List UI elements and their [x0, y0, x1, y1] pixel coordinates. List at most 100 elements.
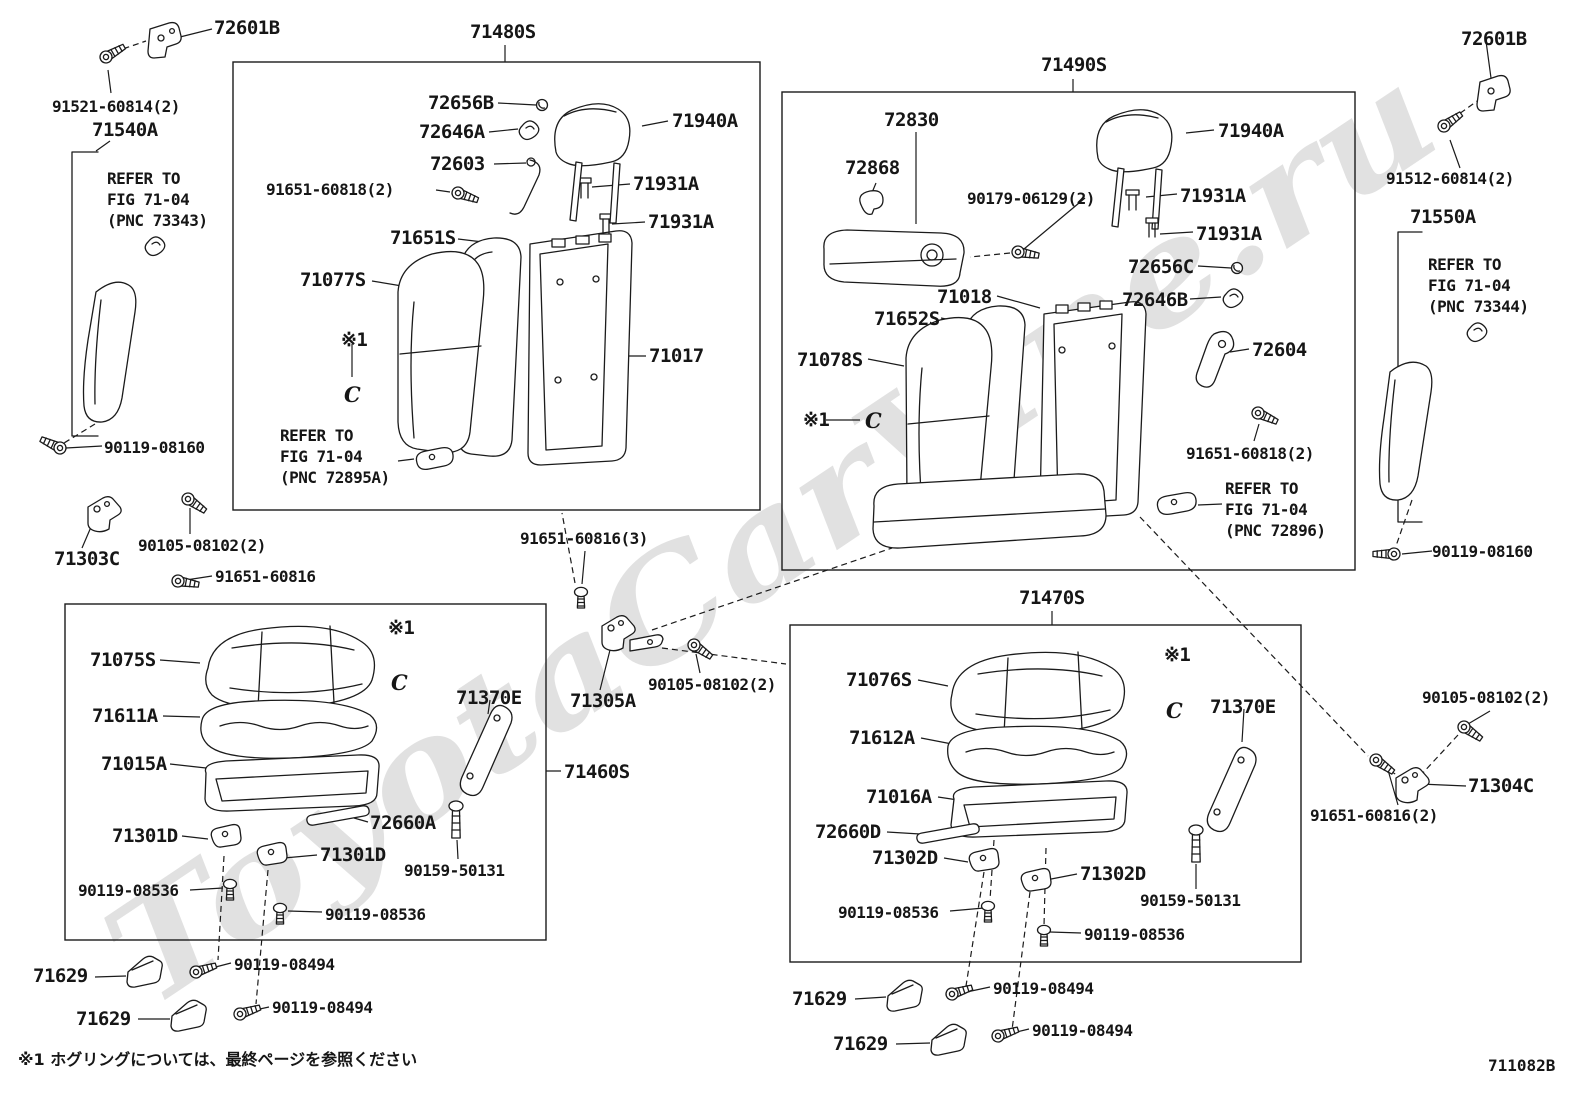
part-label-71018: 71018	[937, 286, 992, 308]
part-cushion-assembly-71460s	[200, 625, 513, 925]
refer-note-72896: REFER TO FIG 71-04 (PNC 72896)	[1225, 479, 1326, 540]
part-label-90105-08102-1: 90105-08102(2)	[138, 536, 266, 555]
part-cushion-assembly-71470s	[916, 651, 1257, 947]
part-label-72646b: 72646B	[1122, 289, 1188, 311]
part-label-71305a: 71305A	[570, 690, 636, 712]
part-label-71077s: 71077S	[300, 269, 366, 291]
part-label-90119-08494-1: 90119-08494	[234, 955, 335, 974]
footnote: ※1 ホグリングについては、最終ページを参照ください	[18, 1050, 418, 1069]
part-hinge-top-left	[97, 21, 182, 66]
part-label-71651s: 71651S	[390, 227, 456, 249]
part-label-71931a-4: 71931A	[1196, 223, 1262, 245]
part-label-71075s: 71075S	[90, 649, 156, 671]
part-label-71629-3: 71629	[792, 988, 847, 1010]
part-label-71611a: 71611A	[92, 705, 158, 727]
part-label-71304c: 71304C	[1468, 775, 1534, 797]
part-label-91651-60818-1: 91651-60818(2)	[266, 180, 394, 199]
part-label-71931a-1: 71931A	[633, 173, 699, 195]
part-label-91512-60814: 91512-60814(2)	[1386, 169, 1514, 188]
part-label-71302d-1: 71302D	[872, 847, 938, 869]
part-label-91651-60818-2: 91651-60818(2)	[1186, 444, 1314, 463]
part-label-71550a: 71550A	[1410, 206, 1476, 228]
part-label-71480s: 71480S	[470, 21, 536, 43]
part-label-72830: 72830	[884, 109, 939, 131]
document-number: 711082B	[1488, 1056, 1556, 1075]
part-label-90119-08494-4: 90119-08494	[1032, 1021, 1133, 1040]
part-label-71460s: 71460S	[564, 761, 630, 783]
part-seatback-assembly-71490s	[823, 109, 1281, 549]
part-label-71015a: 71015A	[101, 753, 167, 775]
part-label-72656c: 72656C	[1128, 256, 1194, 278]
part-label-71940a-2: 71940A	[1218, 120, 1284, 142]
part-label-71629-1: 71629	[33, 965, 88, 987]
hog-ring-mark-c-3: C	[391, 670, 408, 695]
part-label-71078s: 71078S	[797, 349, 863, 371]
part-seatback-assembly-71480s	[397, 98, 633, 471]
part-label-90119-08536-2: 90119-08536	[325, 905, 426, 924]
part-label-72868: 72868	[845, 157, 900, 179]
part-label-91651-60816-3: 91651-60816(3)	[520, 529, 648, 548]
part-label-71931a-3: 71931A	[1180, 185, 1246, 207]
leader-lines	[65, 28, 1492, 1045]
part-label-71303c: 71303C	[54, 548, 120, 570]
part-label-90159-50131-1: 90159-50131	[404, 861, 505, 880]
part-hinge-71305a	[573, 586, 716, 663]
part-label-90159-50131-2: 90159-50131	[1140, 891, 1241, 910]
part-label-72660a: 72660A	[370, 812, 436, 834]
part-label-71629-4: 71629	[833, 1033, 888, 1055]
footnote-ref-mark-4: ※1	[1164, 644, 1191, 666]
part-label-71490s: 71490S	[1041, 54, 1107, 76]
part-label-72601b-1: 72601B	[214, 17, 280, 39]
part-label-71370e-2: 71370E	[1210, 696, 1276, 718]
dashed-lines	[63, 40, 1481, 1031]
part-side-cover-right-71550a	[1372, 231, 1488, 561]
footnote-ref-mark-3: ※1	[388, 617, 415, 639]
part-label-90119-08160-1: 90119-08160	[104, 438, 205, 457]
hog-ring-mark-c-2: C	[865, 408, 882, 433]
footnote-ref-mark-1: ※1	[341, 329, 368, 351]
refer-note-73343: REFER TO FIG 71-04 (PNC 73343)	[107, 169, 208, 230]
part-label-72656b: 72656B	[428, 92, 494, 114]
part-label-72660d: 72660D	[815, 821, 881, 843]
part-label-71016a: 71016A	[866, 786, 932, 808]
part-label-72646a: 72646A	[419, 121, 485, 143]
hog-ring-mark-c-1: C	[344, 382, 361, 407]
part-hinge-top-right	[1434, 74, 1511, 136]
parts-artwork	[37, 21, 1511, 1056]
part-label-91651-60816-1: 91651-60816	[215, 567, 316, 586]
part-label-71940a-1: 71940A	[672, 110, 738, 132]
part-label-71370e-1: 71370E	[456, 687, 522, 709]
part-label-90119-08536-3: 90119-08536	[838, 903, 939, 922]
part-side-cover-left-71540a	[37, 151, 166, 457]
refer-note-72895a: REFER TO FIG 71-04 (PNC 72895A)	[280, 426, 390, 487]
part-label-72603: 72603	[430, 153, 485, 175]
part-label-91651-60816-2: 91651-60816(2)	[1310, 806, 1438, 825]
part-label-90105-08102-2: 90105-08102(2)	[648, 675, 776, 694]
part-label-71470s: 71470S	[1019, 587, 1085, 609]
part-label-90119-08536-4: 90119-08536	[1084, 925, 1185, 944]
part-label-71612a: 71612A	[849, 727, 915, 749]
footnote-ref-mark-2: ※1	[803, 409, 830, 431]
part-label-90105-08102-3: 90105-08102(2)	[1422, 688, 1550, 707]
part-label-72601b-2: 72601B	[1461, 28, 1527, 50]
part-label-71302d-2: 71302D	[1080, 863, 1146, 885]
part-label-90179-06129: 90179-06129(2)	[967, 189, 1095, 208]
part-label-71301d-2: 71301D	[320, 844, 386, 866]
hog-ring-mark-c-4: C	[1166, 698, 1183, 723]
part-label-71540a: 71540A	[92, 119, 158, 141]
part-label-90119-08160-2: 90119-08160	[1432, 542, 1533, 561]
section-boxes	[64, 61, 1356, 963]
part-label-72604: 72604	[1252, 339, 1307, 361]
part-label-71652s: 71652S	[874, 308, 940, 330]
part-label-90119-08536-1: 90119-08536	[78, 881, 179, 900]
part-label-71301d-1: 71301D	[112, 825, 178, 847]
part-label-90119-08494-3: 90119-08494	[993, 979, 1094, 998]
part-label-91521-60814: 91521-60814(2)	[52, 97, 180, 116]
part-label-71629-2: 71629	[76, 1008, 131, 1030]
part-label-71076s: 71076S	[846, 669, 912, 691]
part-label-71017: 71017	[649, 345, 704, 367]
refer-note-73344: REFER TO FIG 71-04 (PNC 73344)	[1428, 255, 1529, 316]
part-label-71931a-2: 71931A	[648, 211, 714, 233]
